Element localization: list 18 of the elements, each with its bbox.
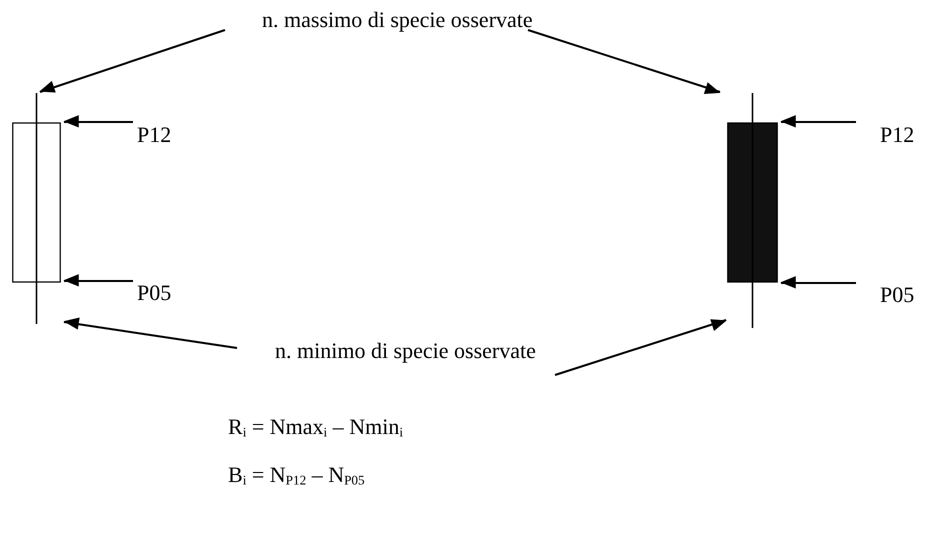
formula: B$_{i}$ = N$_{P12}$ – N$_{P05}$ [228, 461, 365, 490]
leader-arrow [554, 319, 727, 376]
annotation-text: P05 [137, 276, 172, 310]
leader-arrow [528, 29, 720, 94]
annotation-text: P12 [880, 118, 914, 152]
formula: R$_{i}$ = Nmax$_{i}$ – Nmin$_{i}$ [228, 413, 403, 442]
leader-arrow [63, 115, 133, 128]
leader-arrow [780, 276, 856, 288]
annotation-text: n. minimo di specie osservate [275, 334, 536, 368]
annotation-text: P12 [137, 118, 172, 152]
annotation-text: n. massimo di specie osservate [262, 3, 533, 38]
leader-arrow [780, 115, 856, 128]
annotation-text: P05 [880, 278, 914, 312]
candlestick-drawing [12, 93, 61, 324]
leader-arrow [63, 274, 133, 286]
leader-arrow [39, 29, 226, 93]
leader-arrow [63, 317, 238, 349]
candlestick-drawing [727, 93, 778, 328]
